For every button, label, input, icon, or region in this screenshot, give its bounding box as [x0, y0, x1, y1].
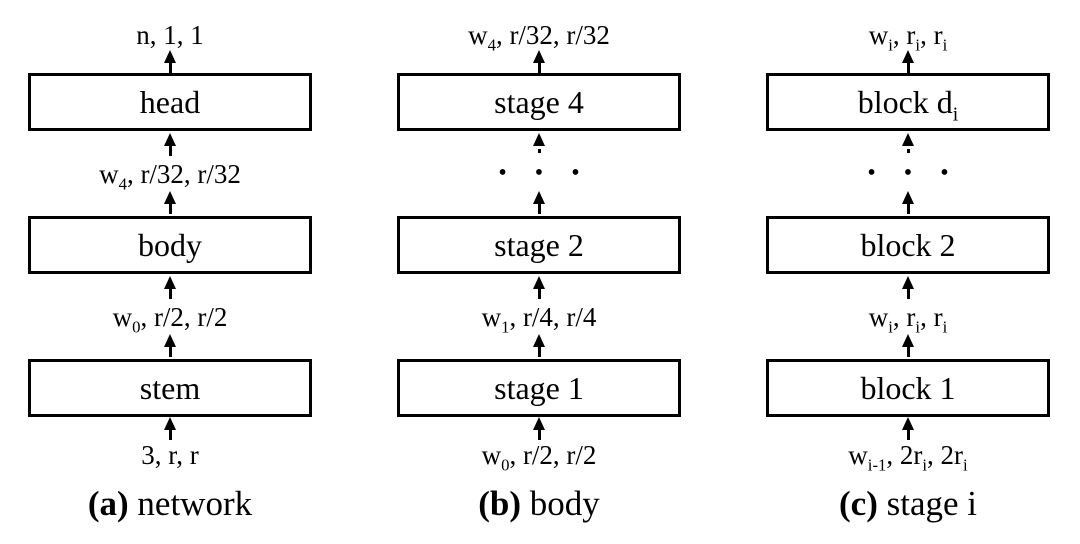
- caption-tag: (b): [478, 484, 522, 523]
- column-body: w4, r/32, r/32 stage 4 • • • stage 2 w1,…: [397, 20, 681, 528]
- block1-box: block 1: [766, 359, 1050, 417]
- input-shape-label: wi-1, 2ri, 2ri: [848, 440, 968, 475]
- up-arrow-icon: [533, 334, 545, 357]
- up-arrow-icon: [533, 50, 545, 73]
- caption-tag: (c): [839, 484, 878, 523]
- network-design-figure: n, 1, 1 head w4, r/32, r/32 body w0, r/2…: [28, 20, 1050, 528]
- ellipsis-dots: • • •: [498, 159, 591, 186]
- connector-ellipsis: • • •: [487, 131, 590, 216]
- stage2-box: stage 2: [397, 216, 681, 274]
- up-arrow-icon: [902, 334, 914, 357]
- stage1-box: stage 1: [397, 359, 681, 417]
- box-label: stem: [139, 369, 201, 406]
- box-label: stage 4: [494, 83, 584, 120]
- connector-ellipsis: • • •: [856, 131, 959, 216]
- dotted-up-arrow-icon: [902, 133, 914, 154]
- up-arrow-icon: [164, 133, 176, 156]
- up-arrow-icon: [164, 276, 176, 299]
- subfigure-caption: (b) body: [478, 484, 600, 528]
- output-shape-label: n, 1, 1: [136, 20, 204, 50]
- up-arrow-icon: [902, 50, 914, 73]
- block2-box: block 2: [766, 216, 1050, 274]
- box-label: block 2: [860, 226, 956, 263]
- up-arrow-icon: [164, 191, 176, 214]
- caption-text: body: [529, 484, 600, 523]
- connector-with-label: wi, ri, ri: [869, 274, 947, 359]
- up-arrow-icon: [533, 191, 545, 214]
- dotted-up-arrow-icon: [533, 133, 545, 154]
- up-arrow-icon: [164, 50, 176, 73]
- output-shape-label: wi, ri, ri: [868, 20, 948, 55]
- stage4-box: stage 4: [397, 73, 681, 131]
- column-stage: wi, ri, ri block di • • • block 2 wi, ri…: [766, 20, 1050, 528]
- input-shape-label: 3, r, r: [141, 440, 199, 470]
- up-arrow-icon: [533, 417, 545, 440]
- box-label: head: [139, 83, 201, 120]
- up-arrow-icon: [902, 417, 914, 440]
- connector-with-label: w4, r/32, r/32: [99, 131, 241, 216]
- caption-tag: (a): [87, 484, 129, 523]
- stem-box: stem: [28, 359, 312, 417]
- box-label: stage 1: [494, 369, 584, 406]
- caption-text: network: [137, 484, 253, 523]
- connector-with-label: w1, r/4, r/4: [481, 274, 597, 359]
- tensor-shape-label: wi, ri, ri: [868, 301, 948, 336]
- up-arrow-icon: [533, 276, 545, 299]
- subfigure-caption: (a) network: [88, 484, 252, 528]
- up-arrow-icon: [902, 276, 914, 299]
- input-shape-label: w0, r/2, r/2: [481, 440, 597, 475]
- up-arrow-icon: [164, 334, 176, 357]
- box-label: block di: [857, 83, 959, 125]
- head-box: head: [28, 73, 312, 131]
- tensor-shape-label: w4, r/32, r/32: [99, 158, 241, 193]
- column-network: n, 1, 1 head w4, r/32, r/32 body w0, r/2…: [28, 20, 312, 528]
- block-di-box: block di: [766, 73, 1050, 131]
- up-arrow-icon: [902, 191, 914, 214]
- body-box: body: [28, 216, 312, 274]
- caption-text: stage i: [886, 484, 977, 523]
- connector-with-label: w0, r/2, r/2: [112, 274, 228, 359]
- tensor-shape-label: w0, r/2, r/2: [112, 301, 228, 336]
- subfigure-caption: (c) stage i: [839, 484, 977, 528]
- box-label: block 1: [860, 369, 956, 406]
- tensor-shape-label: w1, r/4, r/4: [481, 301, 597, 336]
- output-shape-label: w4, r/32, r/32: [468, 20, 610, 55]
- box-label: stage 2: [494, 226, 584, 263]
- up-arrow-icon: [164, 417, 176, 440]
- box-label: body: [138, 226, 202, 263]
- ellipsis-dots: • • •: [867, 159, 960, 186]
